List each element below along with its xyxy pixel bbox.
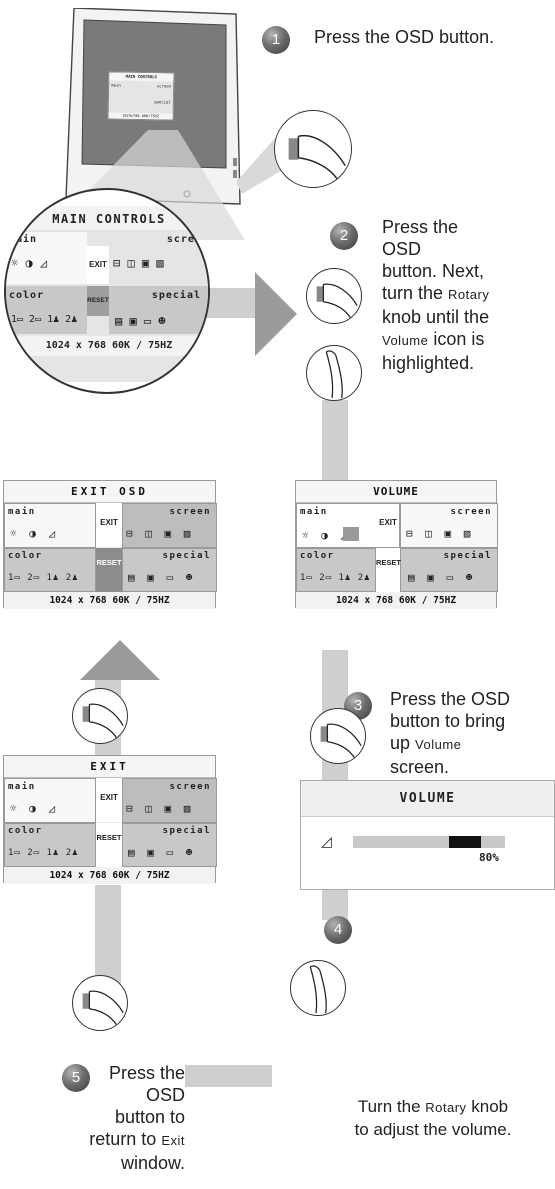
volume-slider-fill xyxy=(353,836,449,848)
menu-title: EXIT xyxy=(4,756,215,778)
main-label: main xyxy=(300,507,328,517)
main-icons: ☼ ◑ ◿ xyxy=(10,527,59,540)
zoom-screen-icons: ⊟ ◫ ▣ ▧ xyxy=(113,256,164,270)
zoom-main-label: main xyxy=(9,234,38,245)
zoom-exit-cell: EXIT xyxy=(87,246,109,284)
mini-osd-special: special xyxy=(153,99,171,105)
screen-icons: ⊟ ◫ ▣ ▧ xyxy=(406,527,474,540)
osd-button-hand-icon xyxy=(274,110,352,188)
color-icons: 1▭ 2▭ 1♟ 2♟ xyxy=(8,573,79,583)
main-icons: ☼ ◑ ◿ xyxy=(10,802,59,815)
step-1-number: 1 xyxy=(262,26,290,54)
up-arrow-icon xyxy=(80,640,160,680)
step-4-rotary-hand-icon xyxy=(290,960,346,1016)
menu-title: EXIT OSD xyxy=(4,481,215,503)
volume-slider[interactable] xyxy=(353,836,505,848)
special-label: special xyxy=(162,826,211,836)
mini-osd-menu: MAIN CONTROLS main screen special 1024x7… xyxy=(107,71,175,121)
right-arrow-icon xyxy=(255,272,297,356)
main-label: main xyxy=(8,782,36,792)
step-3-text: Press the OSD button to bring up Volume … xyxy=(390,689,511,777)
reset-cell[interactable]: RESET xyxy=(96,823,122,867)
mini-osd-title: MAIN CONTROLS xyxy=(109,72,174,82)
zoom-special-icons: ▤ ▣ ▭ ☻ xyxy=(115,314,166,328)
connector-right-vertical-upper xyxy=(322,400,348,480)
zoom-circle: MAIN CONTROLS main screen ☼ ◑ ◿ EXIT ⊟ ◫… xyxy=(4,188,210,394)
screen-label: screen xyxy=(169,507,211,517)
reset-cell[interactable]: RESET xyxy=(96,548,122,592)
color-label: color xyxy=(8,826,43,836)
zoom-main-icons: ☼ ◑ ◿ xyxy=(11,256,48,270)
step-2-text: Press the OSD button. Next, turn the Rot… xyxy=(382,217,490,373)
screen-icons: ⊟ ◫ ▣ ▧ xyxy=(126,802,194,815)
step-4-text: Turn the Rotary knob to adjust the volum… xyxy=(354,1097,512,1139)
top-hand-icon xyxy=(72,688,128,744)
mini-osd-main: main xyxy=(111,82,121,88)
special-icons: ▤ ▣ ▭ ☻ xyxy=(128,571,196,584)
screen-label: screen xyxy=(450,507,492,517)
zoom-special-label: special xyxy=(151,290,201,301)
screen-label: screen xyxy=(169,782,211,792)
step-3-press-hand-icon xyxy=(310,708,366,764)
exit-osd-menu: EXIT OSD EXIT RESET main screen ☼ ◑ ◿ ⊟ … xyxy=(3,480,217,609)
special-icons: ▤ ▣ ▭ ☻ xyxy=(408,571,476,584)
exit-cell[interactable]: EXIT xyxy=(96,778,122,822)
zoom-screen-label: screen xyxy=(166,234,209,245)
color-label: color xyxy=(8,551,43,561)
volume-screen-title: VOLUME xyxy=(301,781,554,817)
connector-left-vertical-lower xyxy=(95,885,121,985)
zoom-menu-title: MAIN CONTROLS xyxy=(6,206,208,230)
zoom-color-label: color xyxy=(9,290,45,301)
color-label: color xyxy=(300,551,335,561)
connector-bottom-right-vertical xyxy=(272,1050,294,1087)
zoom-footer: 1024 x 768 60K / 75HZ xyxy=(6,336,208,356)
volume-osd-menu: VOLUME EXIT RESET main screen ☼ ◑ ◿ ⊟ ◫ … xyxy=(295,480,498,609)
step-1-text: Press the OSD button. xyxy=(314,27,495,47)
menu-footer: 1024 x 768 60K / 75HZ xyxy=(4,592,215,609)
step-2-rotary-hand-icon xyxy=(306,345,362,401)
special-label: special xyxy=(162,551,211,561)
color-icons: 1▭ 2▭ 1♟ 2♟ xyxy=(8,848,79,858)
zoom-color-icons: 1▭ 2▭ 1♟ 2♟ xyxy=(11,314,78,325)
step-5-press-hand-icon xyxy=(72,975,128,1031)
step-2-press-hand-icon xyxy=(306,268,362,324)
exit-cell[interactable]: EXIT xyxy=(379,518,397,527)
menu-footer: 1024 x 768 60K / 75HZ xyxy=(4,867,215,884)
volume-slider-thumb[interactable] xyxy=(449,836,481,848)
step-5-number: 5 xyxy=(62,1064,90,1092)
step-5-text: Press the OSD button to return to Exit w… xyxy=(89,1063,185,1173)
step-4-number: 4 xyxy=(324,916,352,944)
main-icons: ☼ ◑ ◿ xyxy=(302,529,351,542)
special-label: special xyxy=(443,551,492,561)
zoom-reset-cell: RESET xyxy=(87,286,109,316)
exit-menu: EXIT EXIT RESET main screen ☼ ◑ ◿ ⊟ ◫ ▣ … xyxy=(3,755,217,884)
volume-screen: VOLUME ◿ 80% xyxy=(300,780,555,890)
volume-speaker-icon: ◿ xyxy=(321,833,332,849)
connector-bottom-horizontal xyxy=(185,1065,290,1087)
main-label: main xyxy=(8,507,36,517)
mini-osd-screen: screen xyxy=(156,83,172,89)
connector-vol-down xyxy=(322,890,348,920)
menu-title: VOLUME xyxy=(296,481,496,503)
volume-icon-highlight xyxy=(343,527,359,541)
volume-percent-label: 80% xyxy=(479,851,499,864)
special-icons: ▤ ▣ ▭ ☻ xyxy=(128,846,196,859)
exit-cell[interactable]: EXIT xyxy=(96,503,122,547)
menu-footer: 1024 x 768 60K / 75HZ xyxy=(296,592,496,609)
reset-cell[interactable]: RESET xyxy=(376,548,401,592)
screen-icons: ⊟ ◫ ▣ ▧ xyxy=(126,527,194,540)
color-icons: 1▭ 2▭ 1♟ 2♟ xyxy=(300,573,371,583)
mini-osd-footer: 1024x768 60K/75HZ xyxy=(108,112,173,120)
step-2-number: 2 xyxy=(330,222,358,250)
